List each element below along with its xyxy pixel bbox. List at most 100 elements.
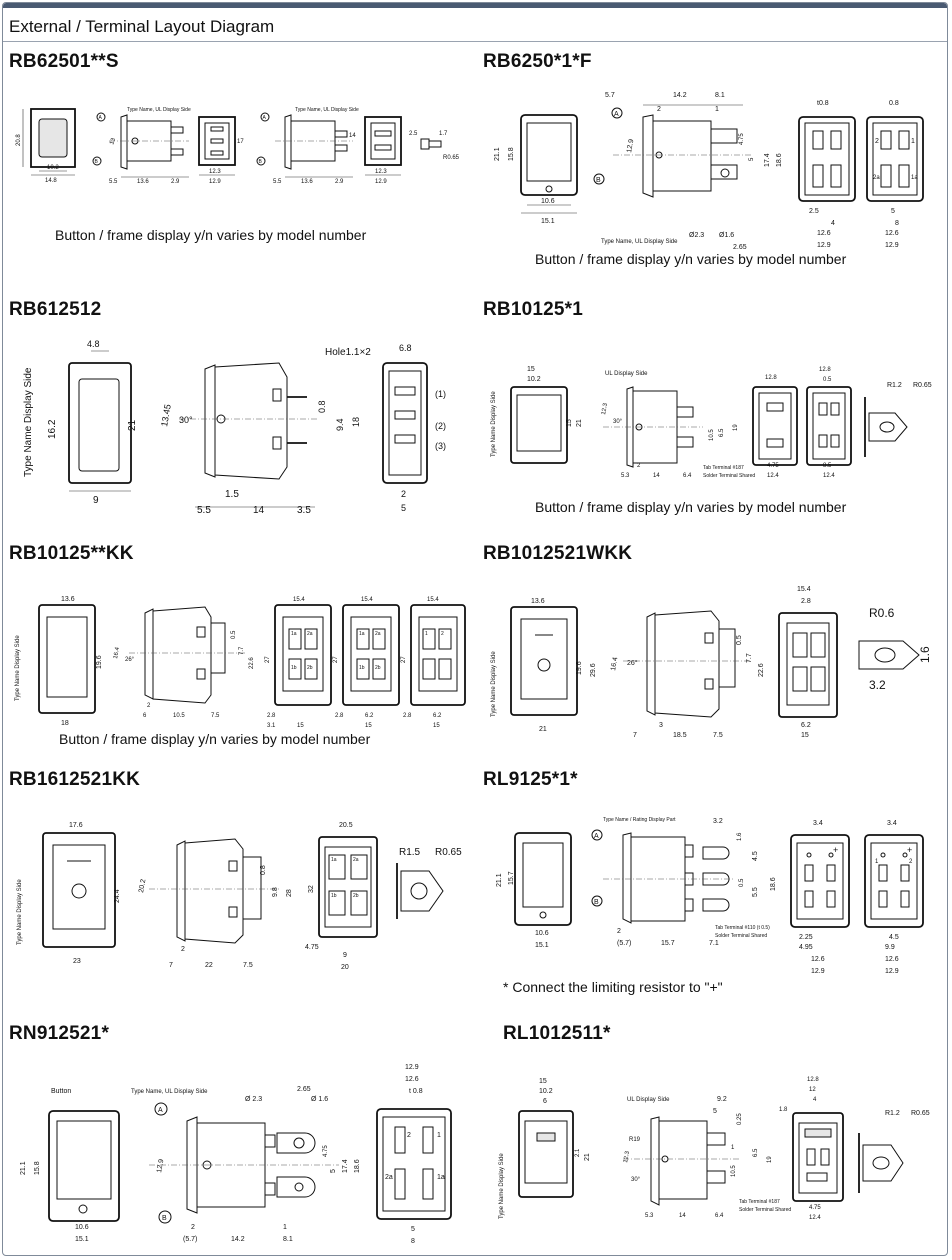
- note-label: Tab Terminal #187: [739, 1199, 780, 1205]
- dim-label: 4.5: [889, 934, 899, 941]
- dim-label: R1.2: [887, 382, 902, 389]
- dim-label: 1.6: [918, 646, 932, 663]
- note-label: Type Name / Rating Display Part: [603, 817, 676, 823]
- dim-label: Ø 1.6: [311, 1096, 328, 1103]
- dim-label: 15.1: [541, 218, 555, 225]
- dim-label: 8.5: [823, 463, 832, 469]
- dim-label: 16.2: [47, 419, 58, 439]
- button: [38, 118, 68, 158]
- dim-label: 12.3: [375, 169, 387, 175]
- dim-label: 15.4: [293, 597, 305, 603]
- dim-label: 2.25: [799, 934, 813, 941]
- mark-b: B: [259, 159, 263, 165]
- section-title: RL9125*1*: [483, 769, 578, 790]
- dim-label: 0.5: [231, 630, 237, 639]
- dim-label: 18.6: [770, 877, 777, 891]
- page-title: External / Terminal Layout Diagram: [9, 17, 275, 36]
- section-caption: Button / frame display y/n varies by mod…: [535, 499, 847, 515]
- dim-label: 0.5: [739, 878, 745, 887]
- dim-label: 2.5: [409, 131, 418, 137]
- section-title: RL1012511*: [503, 1023, 611, 1044]
- dim-label: 23: [73, 958, 81, 965]
- dim-label: 21: [576, 419, 583, 427]
- dim-label: 12.8: [819, 367, 831, 373]
- dim-label: 21: [584, 1153, 591, 1161]
- dim-label: 0.5: [823, 377, 832, 383]
- drawing-rn912521: Button 21.1 15.8 10.6 15.1 Type Name, UL…: [20, 1064, 452, 1245]
- dim-label: 8: [411, 1238, 415, 1245]
- dim-label: 6.4: [683, 473, 692, 479]
- section-rb1012521wkk: RB1012521WKK 13.6 Type Name Display Side…: [483, 543, 945, 755]
- dim-label: 13.6: [61, 596, 75, 603]
- dim-label: 21: [539, 726, 547, 733]
- note-label: Solder Terminal Shared: [715, 933, 767, 939]
- dim-label: R0.65: [911, 1110, 930, 1117]
- dim-label: 8: [895, 220, 899, 227]
- dim-label: 12.4: [809, 1215, 821, 1221]
- dim-label: 3.2: [713, 818, 723, 825]
- dim-label: 12.3: [601, 402, 609, 415]
- drawing-rl91251: 21.1 15.7 10.6 15.1 Type Name / Rating D…: [496, 817, 924, 975]
- drawing-rb62501f: 10.6 15.1 21.1 15.8 A B 5.7 14.2 8.1 2 1…: [494, 92, 924, 251]
- dim-label: 14.2: [231, 1236, 245, 1243]
- dim-label: 2: [617, 928, 621, 935]
- dim-label: R19: [629, 1137, 641, 1143]
- dim-label: 0.8: [317, 400, 327, 413]
- dim-label: 12.6: [811, 956, 825, 963]
- dim-label: 2: [191, 1224, 195, 1231]
- dim-label: 27: [333, 656, 339, 663]
- dim-label: 15.7: [508, 871, 515, 885]
- dim-label: 17.4: [764, 153, 771, 167]
- dim-label: 20: [341, 964, 349, 971]
- dim-label: 20.8: [16, 134, 22, 146]
- terminal-label: 1b: [291, 665, 297, 671]
- dim-label: 12.6: [817, 230, 831, 237]
- dim-label: 12.9: [209, 179, 221, 185]
- dim-label: 7.1: [709, 940, 719, 947]
- note-label: Button: [51, 1088, 71, 1095]
- dim-label: 14: [653, 473, 660, 479]
- dim-label: 3.4: [887, 820, 897, 827]
- dim-label: 2.65: [733, 244, 747, 251]
- dim-label: 12.9: [811, 968, 825, 975]
- dim-label: R0.65: [913, 382, 932, 389]
- dim-label: 7.5: [211, 713, 220, 719]
- dim-label: 7.7: [239, 646, 245, 655]
- terminal-label: 1a: [911, 175, 918, 181]
- section-title: RB10125**KK: [9, 543, 134, 564]
- dim-label: 4.75: [739, 133, 745, 145]
- dim-label: 1: [715, 106, 719, 113]
- dim-label: 3.1: [267, 723, 276, 729]
- dim-label: 14: [349, 133, 356, 139]
- section-title: RB1612521KK: [9, 769, 141, 790]
- dim-label: 4.75: [809, 1205, 821, 1211]
- dim-label: 6.5: [719, 428, 725, 437]
- note-label: Type Name Display Side: [491, 391, 497, 457]
- terminal-label: 1a: [331, 857, 337, 863]
- terminal-label: 2a: [375, 631, 381, 637]
- dim-label: 2.8: [403, 713, 412, 719]
- terminal-label: 1: [425, 631, 428, 637]
- dim-label: R1.5: [399, 847, 421, 858]
- dim-label: 10.6: [541, 198, 555, 205]
- dim-label: 19: [767, 1156, 773, 1163]
- dim-label: 2: [657, 106, 661, 113]
- terminal-label: 1: [911, 138, 915, 145]
- dim-label: 21.1: [20, 1161, 27, 1175]
- dim-label: 5.5: [197, 505, 211, 516]
- note-label: Solder Terminal Shared: [739, 1207, 791, 1213]
- dim-label: 19.6: [96, 655, 103, 669]
- section-title: RB10125*1: [483, 299, 584, 320]
- dim-label: 24.4: [114, 889, 121, 903]
- terminal-label: 2b: [307, 665, 313, 671]
- mark-b: B: [596, 177, 601, 184]
- dim-label: 6.4: [715, 1213, 724, 1219]
- dim-label: 10.2: [527, 376, 541, 383]
- dim-label: 5: [891, 208, 895, 215]
- dim-label: t 0.8: [409, 1088, 423, 1095]
- dim-label: 1: [731, 1145, 735, 1151]
- note-label: Type Name Display Side: [499, 1153, 505, 1219]
- drawing-rb1012521wkk: 13.6 Type Name Display Side 19.6 29.6 21…: [491, 586, 932, 739]
- note-label: Type Name Display Side: [491, 651, 497, 717]
- dim-label: t0.8: [817, 100, 829, 107]
